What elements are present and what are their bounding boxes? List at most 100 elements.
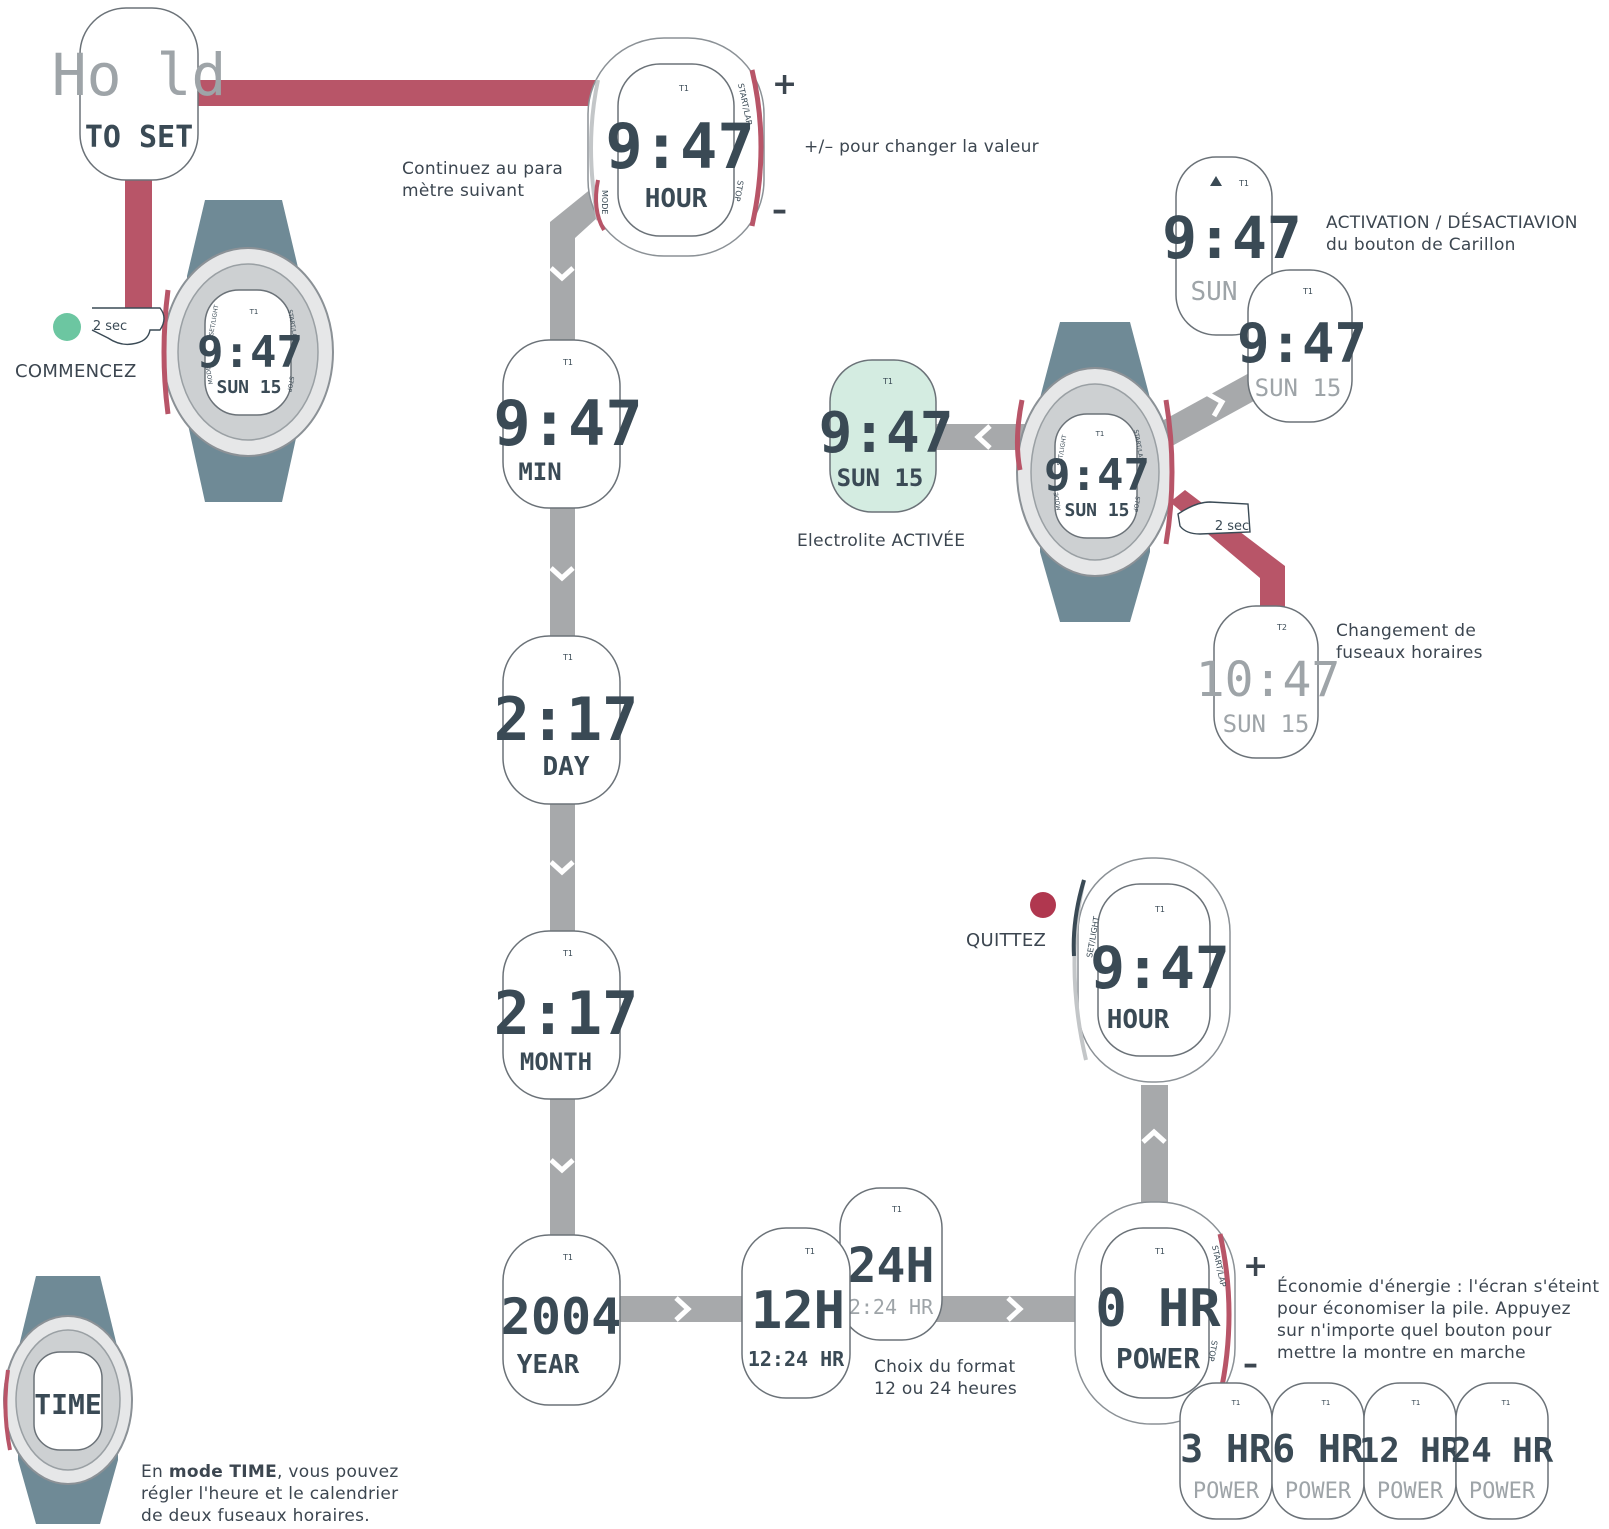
hand-press-icon: 2 sec — [1177, 501, 1251, 535]
backlight-screen: T1 9:47 SUN 15 — [819, 359, 954, 513]
power-value-text: 6 HR — [1272, 1427, 1364, 1471]
chevron-left-icon — [974, 424, 992, 450]
hour-edit-watch: T1 9:47 HOUR MODE START/LAP STOP — [587, 37, 765, 257]
stop-button-label: STOP — [1131, 496, 1141, 513]
backlight-caption: Electrolite ACTIVÉE — [797, 531, 966, 551]
minus-button-marker: – — [772, 193, 787, 228]
bell-icon — [1210, 176, 1222, 186]
power-option-3hr: T1 3 HR POWER — [1179, 1382, 1273, 1520]
chevron-down-icon — [549, 266, 575, 282]
intro-caption: En mode TIME, vous pouvez régler l'heure… — [141, 1461, 399, 1527]
quit-label: QUITTEZ — [966, 930, 1047, 951]
exit-path — [1141, 1085, 1168, 1205]
quit-watch: T1 9:47 HOUR SET/LIGHT — [1071, 857, 1231, 1083]
day-date-text: SUN 15 — [837, 464, 924, 492]
plus-button-marker: + — [1243, 1249, 1269, 1284]
year-value-text: 2004 — [501, 1288, 621, 1346]
intro-line-2: régler l'heure et le calendrier — [141, 1484, 399, 1504]
time-text: 9:47 — [1044, 450, 1150, 501]
change-value-caption: +/– pour changer la valeur — [804, 137, 1039, 157]
chime-line-1: ACTIVATION / DÉSACTIAVION — [1326, 213, 1578, 233]
zone-label: T1 — [562, 358, 573, 367]
hold-duration-text: 2 sec — [93, 319, 127, 334]
power-line-1: Économie d'énergie : l'écran s'éteint — [1277, 1277, 1600, 1297]
to-set-text: TO SET — [85, 120, 193, 155]
intro-prefix: En — [141, 1462, 169, 1482]
chime-off-screen: T1 9:47 SUN 15 — [1237, 269, 1367, 423]
param-label: POWER — [1469, 1479, 1536, 1504]
day-date-text: SUN 15 — [216, 377, 281, 398]
param-label: YEAR — [517, 1350, 580, 1380]
power-value-text: 24 HR — [1451, 1431, 1554, 1471]
next-param-caption: Continuez au para mètre suivant — [402, 158, 563, 202]
next-param-line-2: mètre suivant — [402, 181, 525, 201]
power-edit-watch: T1 0 HR POWER START/LAP STOP — [1074, 1201, 1236, 1425]
zone-label: T1 — [1321, 1399, 1331, 1407]
time-text: 9:47 — [819, 401, 954, 466]
plus-button-marker: + — [772, 67, 798, 102]
power-option-list: T1 3 HR POWER T1 6 HR POWER T1 12 HR POW… — [1179, 1382, 1554, 1520]
zone-label: T1 — [562, 1253, 573, 1262]
zone-label: T1 — [678, 84, 689, 93]
param-label: MIN — [518, 458, 561, 486]
year-screen: T1 2004 YEAR — [501, 1234, 621, 1406]
power-value-text: 0 HR — [1095, 1279, 1221, 1339]
chevron-right-icon — [674, 1296, 692, 1322]
hold-duration-text: 2 sec — [1215, 519, 1249, 534]
mode-name-text: TIME — [34, 1388, 101, 1421]
zone-label: T1 — [882, 377, 893, 386]
param-label: POWER — [1285, 1479, 1352, 1504]
intro-rest: , vous pouvez — [277, 1462, 399, 1482]
power-option-24hr: T1 24 HR POWER — [1451, 1382, 1554, 1520]
power-value-text: 12 HR — [1359, 1431, 1462, 1471]
chime-caption: ACTIVATION / DÉSACTIAVION du bouton de C… — [1326, 212, 1578, 256]
param-label: MONTH — [520, 1048, 592, 1076]
timezone-t2-screen: T2 10:47 SUN 15 — [1196, 605, 1340, 759]
hand-press-icon: 2 sec — [91, 307, 165, 346]
day-value-text: 2:17 — [494, 685, 639, 755]
power-option-12hr: T1 12 HR POWER — [1359, 1382, 1462, 1520]
format-12h-screen: T1 12H 12:24 HR — [741, 1227, 851, 1399]
day-date-text: SUN 15 — [1223, 710, 1310, 738]
power-option-6hr: T1 6 HR POWER — [1271, 1382, 1365, 1520]
time-text: 9:47 — [1237, 312, 1367, 375]
stop-button-label: STOP — [732, 180, 745, 203]
mode-button-label: MODE — [1053, 491, 1063, 510]
time-text: 9:47 — [1090, 934, 1230, 1002]
timezone-caption: Changement de fuseaux horaires — [1336, 620, 1483, 664]
day-screen: T1 2:17 DAY — [494, 635, 639, 805]
next-param-line-1: Continuez au para — [402, 159, 564, 179]
zone-label: T1 — [562, 653, 573, 662]
chime-on-screen: T1 9:47 SUN — [1162, 156, 1302, 336]
zone-label: T2 — [1276, 623, 1287, 632]
zone-label: T1 — [1231, 1399, 1241, 1407]
stop-button-label: STOP — [1206, 1340, 1219, 1363]
zone-label: T1 — [1302, 287, 1313, 296]
zone-label: T1 — [1501, 1399, 1511, 1407]
minus-button-marker: – — [1243, 1347, 1258, 1382]
format-24h-screen: T1 24H 2:24 HR — [839, 1187, 943, 1341]
month-value-text: 2:17 — [494, 979, 639, 1049]
format-value-text: 24H — [848, 1238, 935, 1294]
format-caption: Choix du format 12 ou 24 heures — [874, 1356, 1017, 1400]
param-label: DAY — [543, 752, 590, 782]
format-sample-text: 12:24 HR — [748, 1347, 845, 1371]
zone-label: T1 — [1238, 179, 1249, 188]
chevron-down-icon — [549, 860, 575, 876]
month-screen: T1 2:17 MONTH — [494, 930, 639, 1100]
intro-bold: mode TIME — [168, 1462, 277, 1482]
day-date-text: SUN 15 — [1064, 500, 1129, 521]
zone-label: T1 — [1095, 430, 1105, 438]
param-label: POWER — [1193, 1479, 1260, 1504]
time-mode-watch: TIME — [3, 1276, 133, 1524]
param-label: POWER — [1116, 1342, 1200, 1375]
timezone-line-2: fuseaux horaires — [1336, 643, 1483, 663]
time-text: 9:47 — [605, 110, 754, 183]
power-value-text: 3 HR — [1180, 1427, 1272, 1471]
zone-label: T1 — [804, 1247, 815, 1256]
power-caption: Économie d'énergie : l'écran s'éteint po… — [1277, 1276, 1599, 1364]
format-line-1: Choix du format — [874, 1357, 1016, 1377]
hold-to-set-screen: Ho ld TO SET — [52, 7, 226, 181]
start-dot — [53, 313, 81, 341]
